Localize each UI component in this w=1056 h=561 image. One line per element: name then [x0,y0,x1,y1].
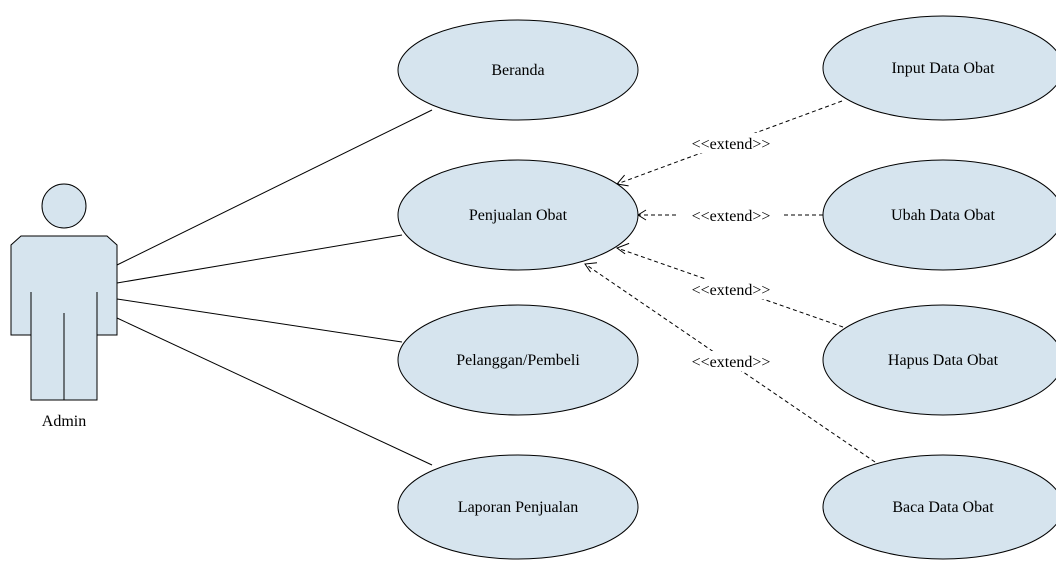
use-case-pelanggan[interactable]: Pelanggan/Pembeli [397,304,639,416]
actor-admin[interactable]: Admin [10,183,118,430]
use-case-input-data-obat[interactable]: Input Data Obat [822,15,1056,121]
extend-label-bg-3 [679,279,783,299]
association-lines [116,109,433,466]
use-case-penjualan-obat-label: Penjualan Obat [469,207,568,224]
use-case-ubah-data-obat[interactable]: Ubah Data Obat [822,159,1056,271]
assoc-laporan [116,317,433,466]
use-case-ubah-data-obat-label: Ubah Data Obat [891,207,996,224]
extend-label-baca: <<extend>> [692,354,771,371]
assoc-penjualan-obat [116,234,403,284]
assoc-beranda [116,109,433,266]
extend-label-input: <<extend>> [692,136,771,153]
use-case-baca-data-obat[interactable]: Baca Data Obat [822,454,1056,560]
use-case-input-data-obat-label: Input Data Obat [891,60,995,77]
use-case-hapus-data-obat[interactable]: Hapus Data Obat [822,304,1056,416]
actor-head [41,183,87,229]
use-case-beranda-label: Beranda [491,62,544,79]
use-case-baca-data-obat-label: Baca Data Obat [892,499,994,516]
extend-label-bg-4 [679,351,783,371]
arrowhead-hapus [615,242,630,255]
extend-label-bg-2 [679,205,783,225]
extend-label-ubah: <<extend>> [692,208,771,225]
use-case-laporan-label: Laporan Penjualan [458,499,578,516]
actor-label: Admin [42,413,86,430]
assoc-pelanggan [116,298,403,343]
use-case-laporan[interactable]: Laporan Penjualan [397,454,639,560]
extend-label-bg-1 [679,133,783,153]
arrowhead-input [616,174,629,187]
use-case-pelanggan-label: Pelanggan/Pembeli [456,352,580,369]
use-case-penjualan-obat[interactable]: Penjualan Obat [397,159,639,271]
arrowhead-baca [584,262,598,273]
extend-label-hapus: <<extend>> [692,282,771,299]
extend-labels: <<extend>> <<extend>> <<extend>> <<exten… [679,133,783,371]
use-case-beranda[interactable]: Beranda [397,19,639,121]
use-case-hapus-data-obat-label: Hapus Data Obat [888,352,999,369]
